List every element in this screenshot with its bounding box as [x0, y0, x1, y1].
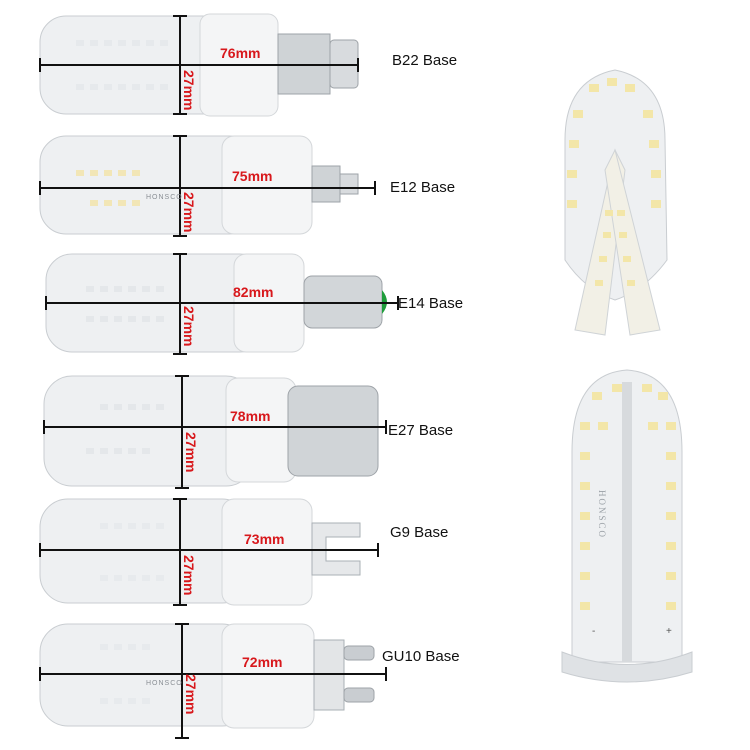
gu10-bulb-photo	[39, 623, 387, 739]
bulb-row-e12: HONSCO 75mm 27mm E12 Base	[0, 130, 520, 245]
length-label: 75mm	[232, 168, 273, 184]
diameter-label: 27mm	[183, 674, 199, 715]
brand-text: HONSCO	[146, 194, 183, 201]
b22-bulb-photo	[39, 13, 359, 117]
pcb-open-view-photo	[564, 69, 668, 336]
g9-bulb-photo	[39, 498, 379, 606]
pcb-minus-mark: -	[592, 626, 596, 637]
base-label: GU10 Base	[382, 648, 460, 665]
bulb-row-gu10: HONSCO 72mm 27mm GU10 Base	[0, 618, 520, 746]
pcb-brand-text: HONSCO	[597, 490, 607, 540]
bulb-row-g9: 73mm 27mm G9 Base	[0, 495, 520, 613]
diameter-label: 27mm	[181, 192, 197, 233]
bulb-row-e27: 78mm 27mm E27 Base	[0, 372, 520, 492]
base-label: G9 Base	[390, 524, 449, 541]
e27-bulb-photo	[43, 375, 387, 489]
diameter-label: 27mm	[181, 70, 197, 111]
e14-bulb-photo	[45, 253, 399, 355]
base-label: E12 Base	[390, 179, 456, 196]
base-label: B22 Base	[392, 52, 458, 69]
base-label: E27 Base	[388, 422, 454, 439]
diameter-label: 27mm	[181, 306, 197, 347]
diameter-label: 27mm	[181, 555, 197, 596]
e12-bulb-photo	[39, 135, 376, 237]
length-label: 82mm	[233, 284, 274, 300]
length-label: 73mm	[244, 531, 285, 547]
pcb-assembled-view-photo	[561, 369, 693, 683]
length-label: 72mm	[242, 654, 283, 670]
base-label: E14 Base	[398, 295, 464, 312]
diameter-label: 27mm	[183, 432, 199, 473]
pcb-plus-mark: +	[666, 626, 672, 637]
length-label: 78mm	[230, 408, 271, 424]
bulb-row-e14: 82mm 27mm E14 Base	[0, 250, 520, 365]
bulb-row-b22: 76mm 27mm B22 Base	[0, 10, 520, 125]
brand-text: HONSCO	[146, 680, 183, 687]
length-label: 76mm	[220, 45, 261, 61]
